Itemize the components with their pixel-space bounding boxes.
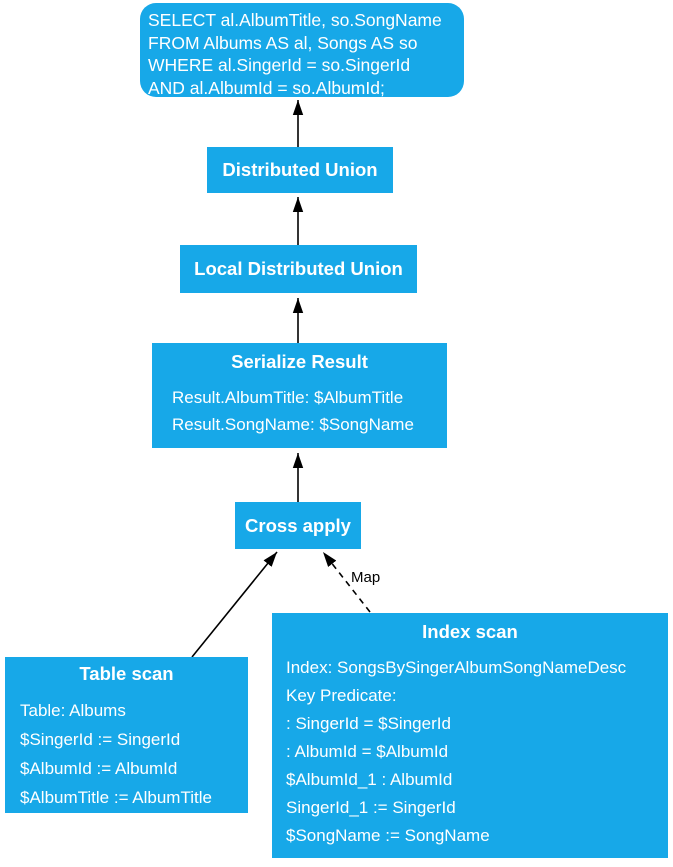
node-distributed-union: Distributed Union xyxy=(207,147,393,193)
node-title: Table scan xyxy=(79,663,174,684)
node-title: Distributed Union xyxy=(222,159,378,180)
node-table-scan: Table scan Table: Albums $SingerId := Si… xyxy=(5,657,248,813)
node-detail-line: Index: SongsBySingerAlbumSongNameDesc xyxy=(286,658,627,677)
node-detail-lines: Table: Albums $SingerId := SingerId $Alb… xyxy=(5,696,248,812)
query-sql-line: FROM Albums AS al, Songs AS so xyxy=(148,32,418,53)
query-sql-line: AND al.AlbumId = so.AlbumId; xyxy=(148,77,385,98)
node-title: Serialize Result xyxy=(231,351,368,372)
node-detail-line: $SingerId := SingerId xyxy=(20,730,181,749)
node-detail-line: $SongName := SongName xyxy=(286,826,490,845)
node-title: Index scan xyxy=(422,621,518,642)
node-detail-line: $AlbumId_1 : AlbumId xyxy=(286,770,453,789)
query-sql-line: WHERE al.SingerId = so.SingerId xyxy=(148,55,411,75)
node-detail-line: Key Predicate: xyxy=(286,686,397,705)
node-title: Local Distributed Union xyxy=(194,258,403,279)
node-index-scan: Index scan Index: SongsBySingerAlbumSong… xyxy=(272,613,668,858)
node-detail-line: : AlbumId = $AlbumId xyxy=(286,742,449,761)
edge-label-map: Map xyxy=(351,569,381,586)
node-detail-line: Result.SongName: $SongName xyxy=(172,415,414,434)
node-title: Cross apply xyxy=(245,514,351,536)
node-cross-apply: Cross apply xyxy=(235,502,361,549)
node-detail-line: SingerId_1 := SingerId xyxy=(286,798,456,817)
node-detail-line: $AlbumTitle := AlbumTitle xyxy=(20,788,212,807)
node-detail-line: Result.AlbumTitle: $AlbumTitle xyxy=(172,388,404,407)
node-serialize-result: Serialize Result Result.AlbumTitle: $Alb… xyxy=(152,343,447,448)
query-sql-line: SELECT al.AlbumTitle, so.SongName xyxy=(148,10,442,30)
node-detail-lines: Index: SongsBySingerAlbumSongNameDesc Ke… xyxy=(272,654,668,850)
node-detail-lines: Result.AlbumTitle: $AlbumTitle Result.So… xyxy=(152,384,447,438)
edge-table-scan-to-cross-apply xyxy=(191,551,278,658)
node-local-distributed-union: Local Distributed Union xyxy=(180,245,417,293)
node-detail-line: : SingerId = $SingerId xyxy=(286,714,451,733)
node-query-text: SELECT al.AlbumTitle, so.SongName FROM A… xyxy=(140,3,464,98)
node-detail-line: Table: Albums xyxy=(20,701,126,720)
node-detail-line: $AlbumId := AlbumId xyxy=(20,759,178,778)
